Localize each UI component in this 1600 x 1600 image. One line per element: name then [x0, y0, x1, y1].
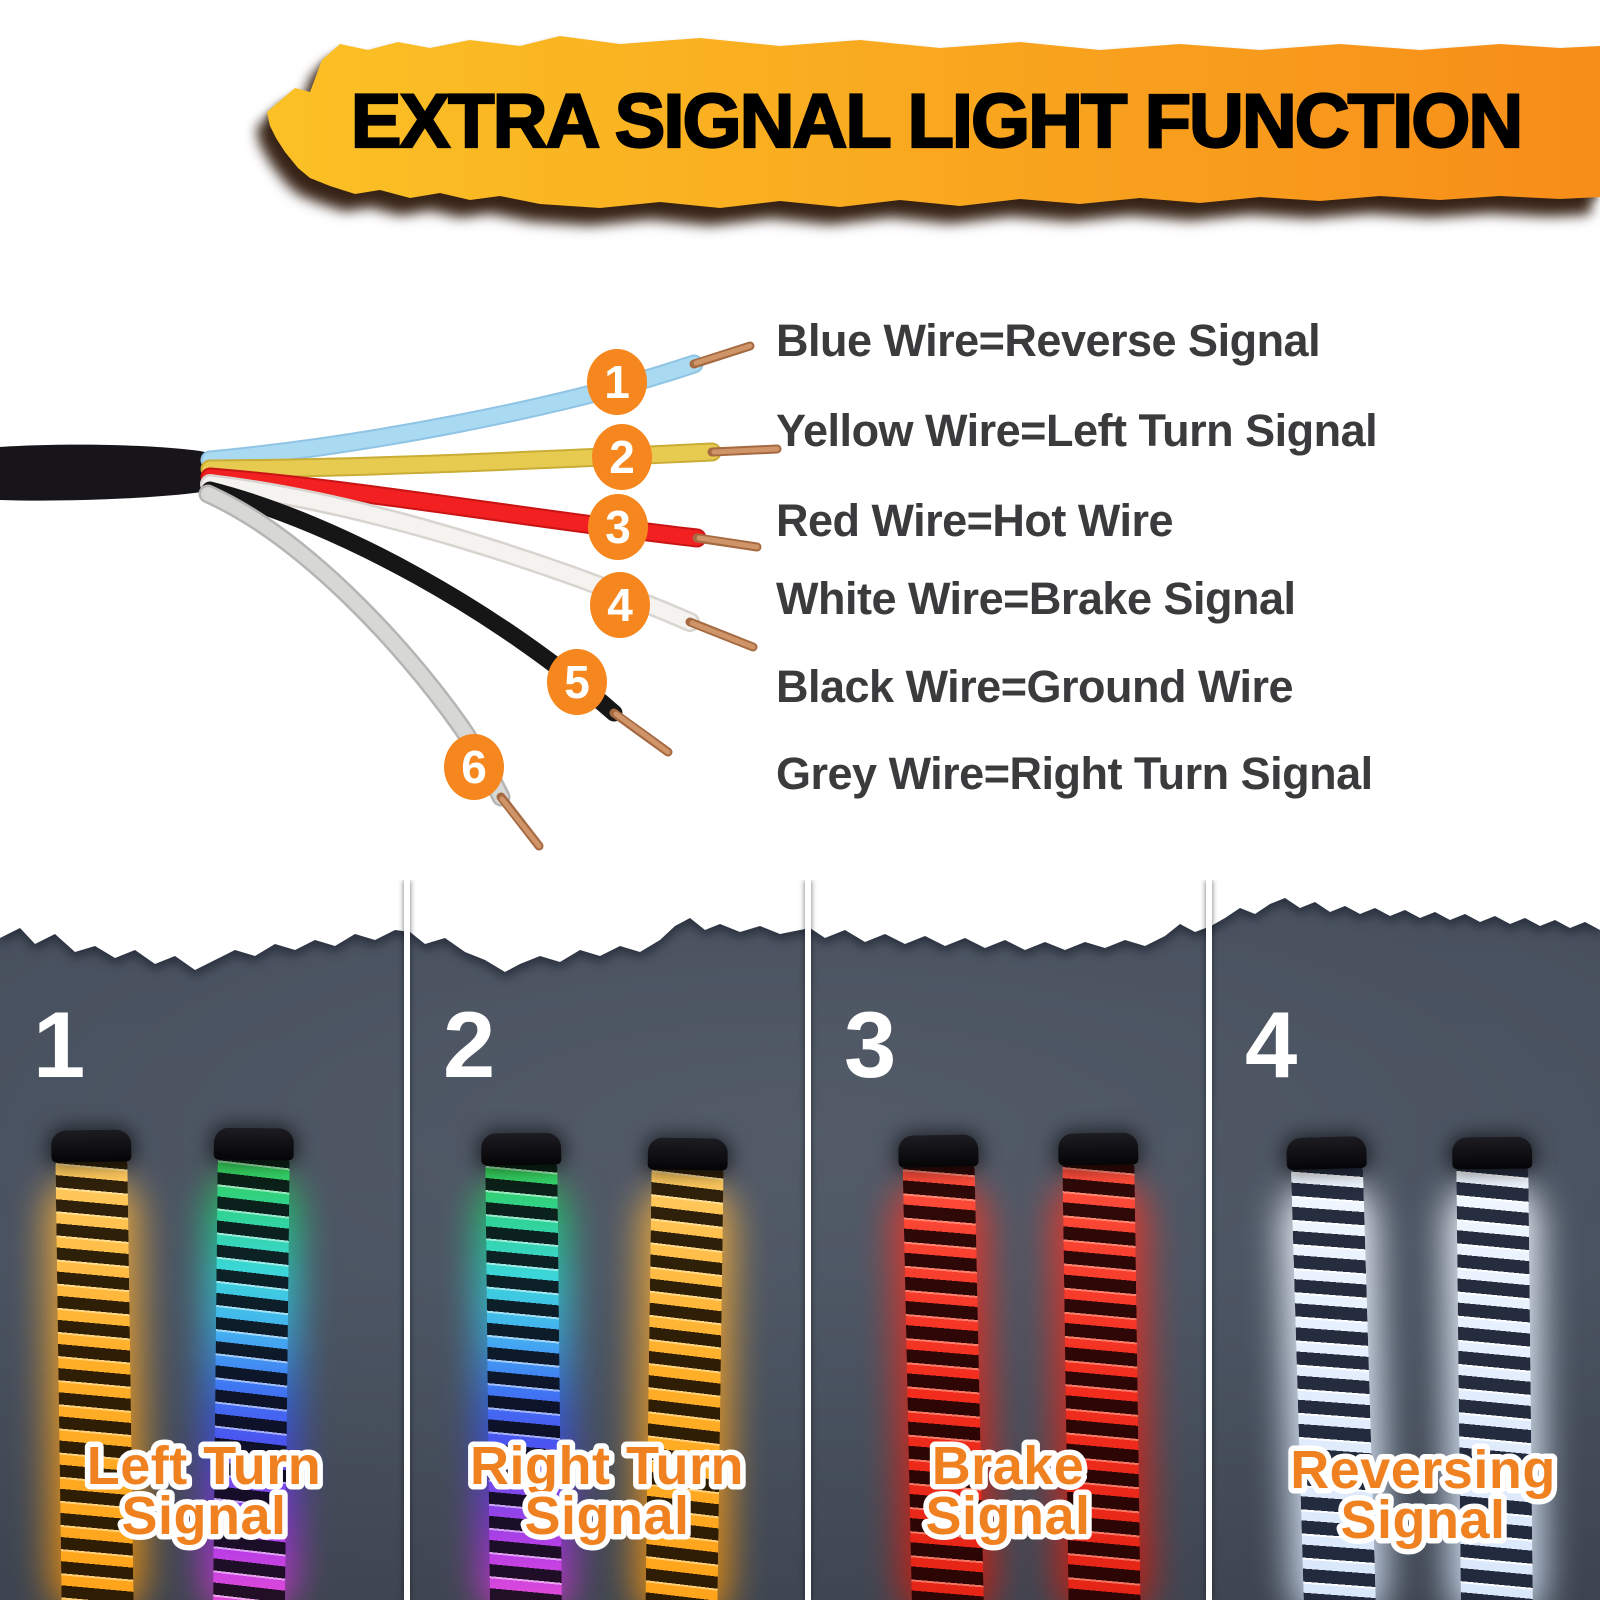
panel-right-turn: 2 — [410, 880, 805, 1600]
whip-led-body — [1290, 1163, 1377, 1600]
blue-wire-copper-core — [693, 343, 753, 366]
whip-cap — [213, 1127, 294, 1161]
panel-left-turn: 1 — [0, 880, 404, 1600]
badge-4-circle — [590, 572, 650, 638]
whip-led-body — [485, 1160, 563, 1600]
badge-1-circle — [587, 349, 647, 415]
panel-reversing: 4 — [1212, 880, 1600, 1600]
red-wire-copper-core — [696, 535, 760, 550]
legend-white-wire: White Wire=Brake Signal — [776, 573, 1296, 624]
whip-white-reversing-left — [1280, 1135, 1388, 1600]
badge-5-number: 5 — [564, 656, 590, 708]
badge-5-circle — [547, 649, 607, 715]
banner-shape — [267, 36, 1600, 208]
whip-led-body — [1456, 1164, 1534, 1600]
panel-number-1: 1 — [33, 992, 86, 1097]
legend-red-wire: Red Wire=Hot Wire — [776, 495, 1174, 546]
whip-led-body — [1062, 1160, 1141, 1600]
yellow-wire-copper-core — [711, 446, 780, 455]
whip-cap — [1058, 1132, 1139, 1166]
white-wire-copper-core — [689, 620, 756, 650]
badge-3-number: 3 — [605, 501, 631, 553]
cable-jacket — [0, 444, 224, 501]
panel-brake: 3 — [811, 880, 1206, 1600]
whip-led-body — [55, 1157, 134, 1600]
whip-cap — [898, 1134, 979, 1168]
panel-number-2: 2 — [443, 992, 496, 1097]
signal-demo-section: 1 2 — [0, 880, 1600, 1600]
legend-black-wire: Black Wire=Ground Wire — [776, 661, 1294, 712]
banner-title: EXTRA SIGNAL LIGHT FUNCTION — [350, 78, 1525, 165]
black-wire-copper-core — [613, 711, 671, 755]
whip-cap — [51, 1129, 132, 1163]
whip-cap — [481, 1132, 562, 1166]
whip-cap — [647, 1137, 728, 1171]
whip-rainbow-left-turn — [201, 1127, 301, 1600]
badge-2-number: 2 — [609, 431, 635, 483]
whip-led-body — [645, 1165, 724, 1600]
whip-red-brake-left — [891, 1134, 996, 1600]
legend-grey-wire: Grey Wire=Right Turn Signal — [776, 748, 1373, 799]
badge-4-number: 4 — [607, 579, 633, 631]
panel-number-3: 3 — [844, 992, 897, 1097]
whip-cap — [1452, 1136, 1533, 1170]
wire-badges: 1 2 3 4 5 6 — [444, 349, 652, 800]
badge-6-circle — [444, 734, 504, 800]
legend-blue-wire: Blue Wire=Reverse Signal — [776, 315, 1321, 366]
badge-6-number: 6 — [461, 741, 487, 793]
whip-amber-left-turn — [44, 1129, 145, 1600]
legend-yellow-wire: Yellow Wire=Left Turn Signal — [776, 405, 1378, 456]
whip-rainbow-right-turn — [474, 1132, 574, 1600]
whip-white-reversing-right — [1445, 1136, 1545, 1600]
whip-led-body — [902, 1162, 985, 1600]
badge-1-number: 1 — [604, 356, 630, 408]
badge-2-circle — [592, 424, 652, 490]
wire-diagram: 1 2 3 4 5 6 — [0, 341, 782, 851]
whip-led-body — [212, 1155, 290, 1600]
grey-wire-copper-core — [499, 796, 542, 849]
whip-amber-right-turn — [634, 1137, 735, 1600]
panel-number-4: 4 — [1245, 992, 1298, 1097]
badge-3-circle — [588, 494, 648, 560]
whip-red-brake-right — [1051, 1132, 1152, 1600]
whip-cap — [1286, 1135, 1367, 1171]
banner-torn-paper — [267, 36, 1600, 208]
